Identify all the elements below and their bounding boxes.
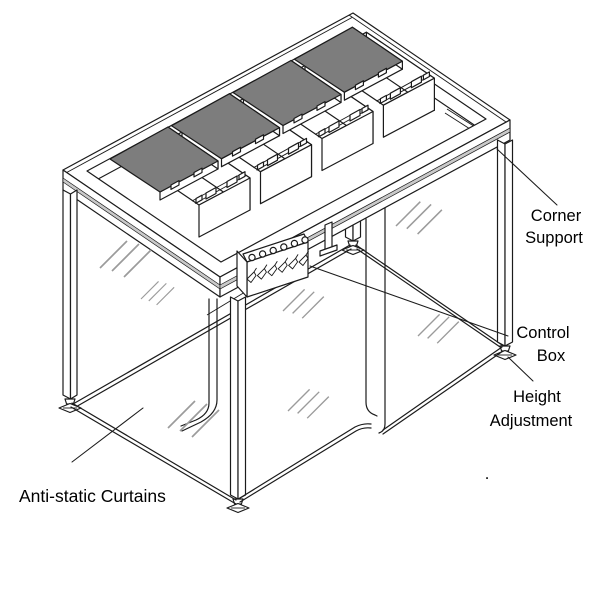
label-height-adjustment-line2: Adjustment xyxy=(490,412,573,430)
labels: Corner Support Control Box Height Adjust… xyxy=(19,207,583,506)
label-corner-support-line1: Corner xyxy=(531,207,582,225)
curtain-panel-edge-left-a xyxy=(181,298,218,432)
label-control-box-line1: Control xyxy=(516,324,569,342)
leader-control-box xyxy=(309,265,509,337)
control-box xyxy=(206,221,338,316)
label-control-box-line2: Box xyxy=(537,347,566,365)
anti-static-curtains xyxy=(70,200,504,505)
leader-lines xyxy=(71,148,558,463)
label-corner-support-line2: Support xyxy=(525,229,583,247)
control-box-indicator-lights xyxy=(248,236,309,262)
height-adjustment-foot-right xyxy=(493,345,517,361)
curtain-panel-edge-right-a xyxy=(365,218,378,417)
label-height-adjustment-line1: Height xyxy=(513,388,561,406)
corner-post-front xyxy=(226,296,250,514)
corner-post-right xyxy=(493,139,517,361)
leader-anti-static-curtains xyxy=(71,407,144,463)
curtain-panel-edge-left-b xyxy=(180,298,210,427)
stray-dot: . xyxy=(485,465,490,483)
label-anti-static-curtains: Anti-static Curtains xyxy=(19,486,166,506)
corner-post-left xyxy=(58,189,82,414)
control-box-end xyxy=(236,250,248,298)
control-box-bracket-flange xyxy=(319,244,338,257)
leader-height-adjustment xyxy=(507,356,534,382)
leader-corner-support xyxy=(496,148,558,206)
curtain-panel-edge-right-b xyxy=(378,207,386,434)
